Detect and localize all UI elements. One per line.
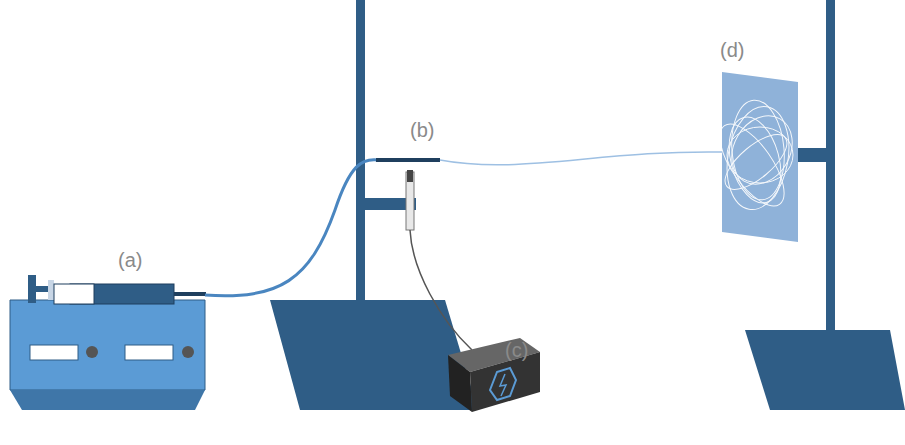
stand-pole xyxy=(826,0,835,365)
callout-label: (b) xyxy=(410,120,434,140)
plunger-rod xyxy=(36,286,50,292)
power-supply-front xyxy=(470,352,540,412)
pump-knob xyxy=(86,346,98,358)
callout-label: (a) xyxy=(118,250,142,270)
fiber-mat xyxy=(708,98,804,216)
syringe-pump xyxy=(10,300,205,390)
stand-base xyxy=(745,330,905,410)
stand-pole xyxy=(356,0,365,370)
spinneret-needle xyxy=(376,158,440,162)
feed-tube xyxy=(205,160,378,296)
power-supply-side xyxy=(448,355,472,412)
collector-arm xyxy=(798,148,828,162)
pump-knob xyxy=(182,346,194,358)
electrode-clip-tip xyxy=(407,170,413,182)
high-voltage-symbol xyxy=(500,374,506,396)
pump-display xyxy=(125,345,173,360)
polymer-jet xyxy=(440,152,722,165)
collector-plate xyxy=(722,72,798,242)
high-voltage-symbol xyxy=(490,368,516,400)
plunger xyxy=(54,284,94,304)
pump-display xyxy=(30,345,78,360)
pusher-block xyxy=(28,275,36,303)
pump-base xyxy=(10,390,205,410)
high-voltage-wire xyxy=(410,230,472,350)
callout-label: (d) xyxy=(720,40,744,60)
plunger-flange xyxy=(48,280,54,300)
callout-label: (c) xyxy=(505,340,528,360)
stand-base xyxy=(270,300,478,410)
syringe-tip xyxy=(174,292,206,296)
